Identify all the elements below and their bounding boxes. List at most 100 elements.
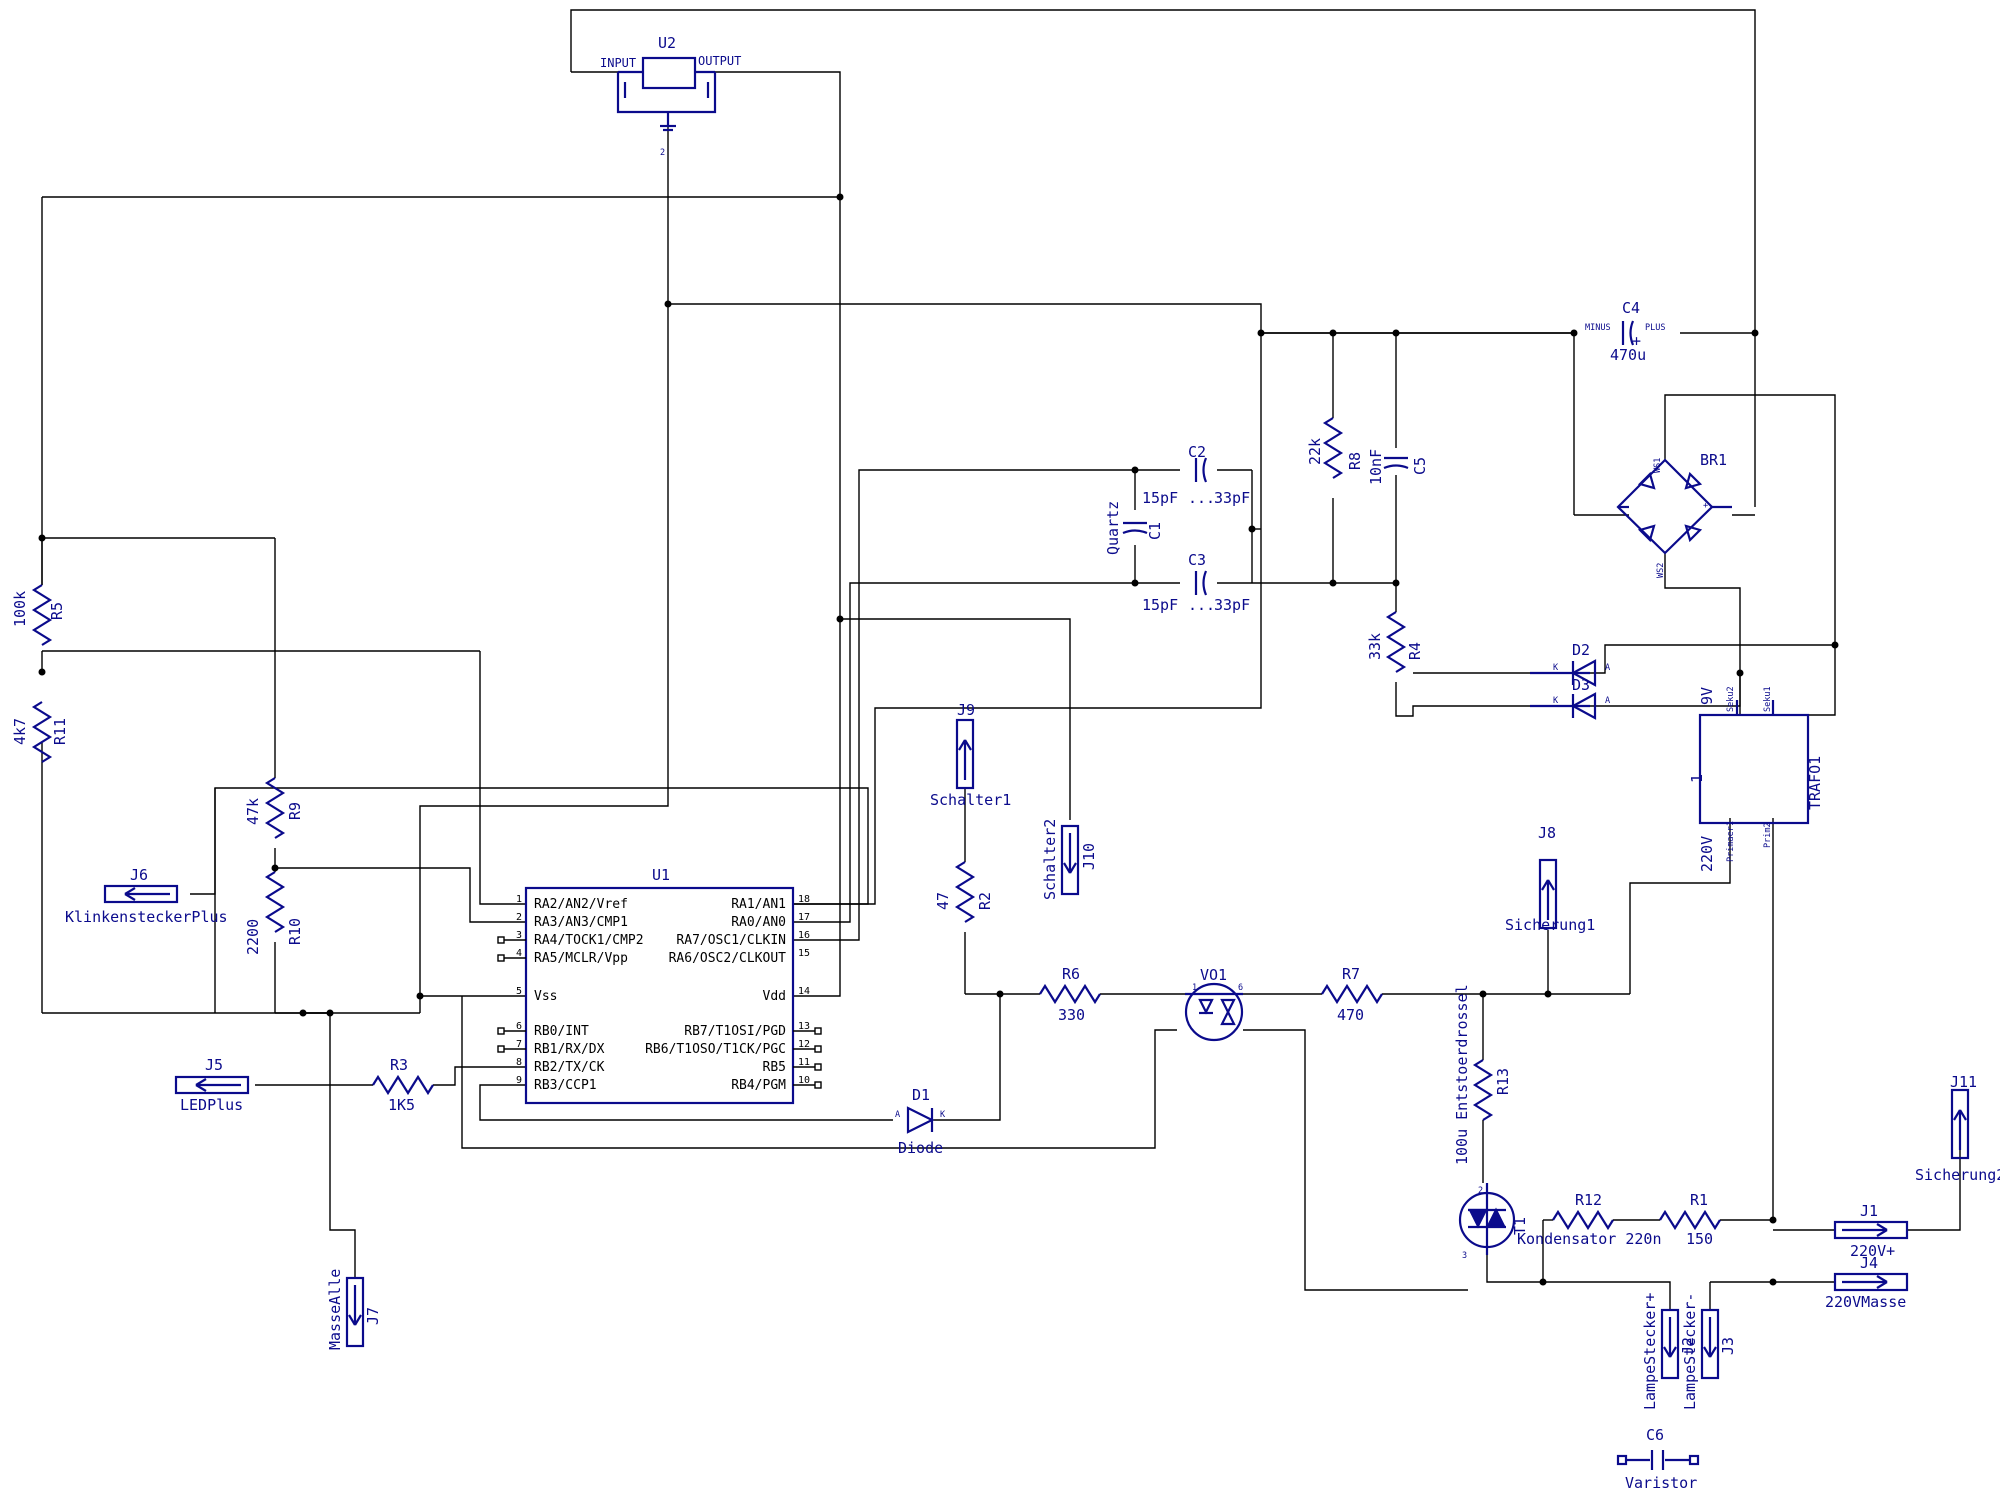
resistor-r13: R13 100u Entstoerdrossel <box>1453 984 1512 1165</box>
r8-label: R8 <box>1346 452 1364 470</box>
r8-value: 22k <box>1306 438 1324 465</box>
d2-k: K <box>1553 663 1559 673</box>
resistor-r6: R6 330 <box>1038 965 1102 1024</box>
r10-value: 2200 <box>244 919 262 955</box>
r7-value: 470 <box>1337 1006 1364 1024</box>
u1-left-pin-name: RB1/RX/DX <box>534 1042 605 1057</box>
j4-label: J4 <box>1860 1254 1878 1272</box>
t1-pin3: 3 <box>1462 1251 1467 1261</box>
u1-left-pin-name: RA2/AN2/Vref <box>534 897 628 912</box>
wires <box>41 9 1961 1310</box>
j9-label: J9 <box>957 701 975 719</box>
r1-label: R1 <box>1690 1191 1708 1209</box>
u1-unconnected-pin <box>814 1081 822 1089</box>
r4-value: 33k <box>1366 633 1384 660</box>
u1-right-pin-name: RB7/T1OSI/PGD <box>684 1024 786 1039</box>
resistor-r5: R5 100k <box>11 583 66 647</box>
r3-value: 1K5 <box>388 1096 415 1114</box>
connector-j1: J1 220V+ <box>1833 1202 1909 1260</box>
r9-label: R9 <box>286 802 304 820</box>
j10-label: J10 <box>1080 843 1098 870</box>
t1-label: T1 <box>1511 1217 1529 1235</box>
c2-dots: ... <box>1188 489 1215 507</box>
r1-value: 150 <box>1686 1230 1713 1248</box>
u1-right-pin-number: 17 <box>798 912 810 923</box>
u1-left-pin-number: 3 <box>516 930 522 941</box>
d1-label: D1 <box>912 1086 930 1104</box>
u1-unconnected-pin <box>814 1063 822 1071</box>
br1-plus: + <box>1703 501 1708 511</box>
u1-left-pin-name: RA3/AN3/CMP1 <box>534 915 628 930</box>
u1-left-pin-name: RB3/CCP1 <box>534 1078 597 1093</box>
c4-plus-sign: + <box>1632 332 1641 350</box>
u1-right-pin-name: RA6/OSC2/CLKOUT <box>669 951 787 966</box>
j5-name: LEDPlus <box>180 1096 243 1114</box>
j1-name: 220V+ <box>1850 1242 1895 1260</box>
u1-left-pin-number: 5 <box>516 986 522 997</box>
j11-label: J11 <box>1950 1073 1977 1091</box>
u1-right-pin-name: RA7/OSC1/CLKIN <box>676 933 786 948</box>
connector-j10: J10 Schalter2 <box>1041 819 1098 900</box>
trafo1-ratio: 1 <box>1688 774 1706 783</box>
trafo1-label: TRAFO1 <box>1806 756 1824 810</box>
trafo1-seku1: Seku1 <box>1763 686 1773 712</box>
r5-label: R5 <box>48 602 66 620</box>
diode-d2: D2 K A <box>1530 641 1610 687</box>
connector-j2: J2 LampeStecker+ <box>1641 1293 1697 1410</box>
u1-right-pin-number: 10 <box>798 1075 810 1086</box>
u1-unconnected-pin <box>497 936 505 944</box>
capacitor-c4: C4 470u MINUS PLUS + <box>1585 299 1665 364</box>
c6-label: C6 <box>1646 1426 1664 1444</box>
quartz-label: Quartz <box>1104 501 1122 555</box>
u1-left-pin-number: 9 <box>516 1075 522 1086</box>
c5-label: C5 <box>1411 457 1429 475</box>
u1-left-pin-name: RA4/TOCK1/CMP2 <box>534 933 644 948</box>
r5-value: 100k <box>11 591 29 627</box>
j7-name: MasseAlle <box>326 1269 344 1350</box>
trafo1-220v: 220V <box>1698 836 1716 872</box>
j4-name: 220VMasse <box>1825 1293 1906 1311</box>
c3-value1: 15pF <box>1142 596 1178 614</box>
c5-value: 10nF <box>1367 449 1385 485</box>
u1-unconnected-pin <box>497 954 505 962</box>
r4-label: R4 <box>1406 642 1424 660</box>
br1-label: BR1 <box>1700 451 1727 469</box>
r2-label: R2 <box>976 892 994 910</box>
r13-value: 100u Entstoerdrossel <box>1453 984 1471 1165</box>
r12-value: Kondensator 220n <box>1517 1230 1662 1248</box>
r11-label: R11 <box>51 718 69 745</box>
c3-label: C3 <box>1188 551 1206 569</box>
resistor-r7: R7 470 <box>1320 965 1384 1024</box>
t1-pin2: 2 <box>1478 1186 1483 1196</box>
j3-name: LampeStecker- <box>1681 1293 1699 1410</box>
diode-d1: D1 Diode A K <box>895 1086 946 1157</box>
c2-value2: 33pF <box>1214 489 1250 507</box>
c4-minus: MINUS <box>1585 323 1611 333</box>
transformer-trafo1: TRAFO1 9V 220V 1 Seku2 Seku1 Primaer1 Pr… <box>1688 686 1824 872</box>
vo1-pin1: 1 <box>1192 983 1197 993</box>
j8-label: J8 <box>1538 824 1556 842</box>
u1-unconnected-pin <box>814 1045 822 1053</box>
u2-label: U2 <box>658 34 676 52</box>
bridge-rectifier-br1: BR1 WS1 WS2 - + <box>1616 451 1732 578</box>
microcontroller-u1: U1 RA2/AN2/Vref1RA3/AN3/CMP12RA4/TOCK1/C… <box>497 866 822 1105</box>
capacitor-c5: C5 10nF <box>1367 449 1429 485</box>
junctions <box>38 193 1839 1286</box>
u1-left-pin-name: RA5/MCLR/Vpp <box>534 951 628 966</box>
j2-label: J2 <box>1679 1337 1697 1355</box>
c6-name: Varistor <box>1625 1474 1697 1492</box>
u1-right-pin-name: RB6/T1OSO/T1CK/PGC <box>645 1042 786 1057</box>
j5-label: J5 <box>205 1056 223 1074</box>
resistor-r4: R4 33k <box>1366 610 1424 674</box>
c3-dots: ... <box>1188 596 1215 614</box>
r3-label: R3 <box>390 1056 408 1074</box>
j1-label: J1 <box>1860 1202 1878 1220</box>
connector-j11: J11 Sicherung2 <box>1915 1073 2000 1184</box>
d1-name: Diode <box>898 1139 943 1157</box>
u1-unconnected-pin <box>497 1027 505 1035</box>
connector-j5: J5 LEDPlus <box>174 1056 250 1114</box>
connector-j8: J8 Sicherung1 <box>1505 824 1595 934</box>
connector-j4: J4 220VMasse <box>1825 1254 1909 1311</box>
r9-value: 47k <box>244 798 262 825</box>
j9-name: Schalter1 <box>930 791 1011 809</box>
